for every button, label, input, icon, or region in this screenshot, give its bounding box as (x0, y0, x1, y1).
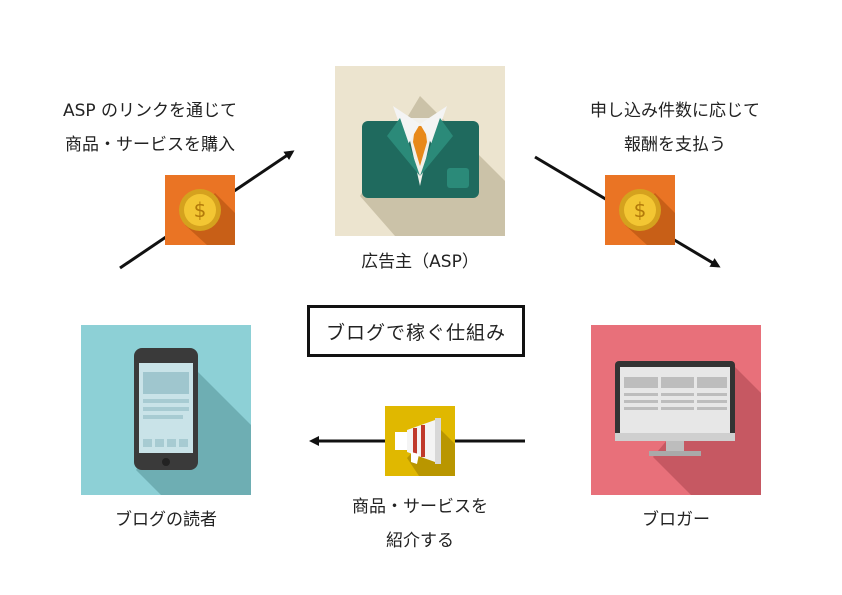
svg-text:$: $ (634, 198, 647, 222)
advertiser-label: 広告主（ASP） (361, 252, 479, 272)
reader-smartphone-icon (81, 325, 251, 495)
coin-icon: $ (605, 175, 675, 245)
megaphone-icon (385, 406, 455, 476)
reader-label: ブログの読者 (115, 510, 217, 530)
blogger-monitor-icon (591, 325, 761, 495)
flow-purchase-line2: 商品・サービスを購入 (65, 135, 235, 155)
flow-introduce-line2: 紹介する (386, 531, 454, 551)
flow-reward-line1: 申し込み件数に応じて (590, 101, 760, 121)
diagram-title: ブログで稼ぐ仕組み (307, 305, 525, 357)
blogger-label: ブロガー (642, 510, 710, 530)
flow-purchase-line1: ASP のリンクを通じて (62, 101, 238, 121)
coin-icon: $ (165, 175, 235, 245)
advertiser-icon (335, 66, 505, 236)
svg-text:$: $ (194, 198, 207, 222)
flow-reward-line2: 報酬を支払う (624, 135, 726, 155)
flow-introduce-line1: 商品・サービスを (352, 497, 488, 517)
